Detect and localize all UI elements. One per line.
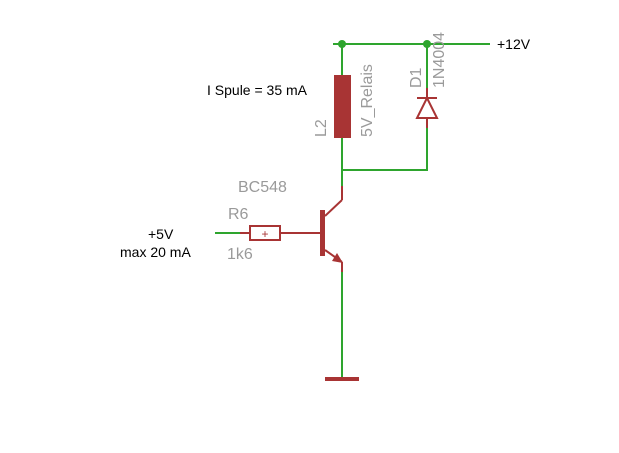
resistor-value-label: 1k6 xyxy=(227,246,253,263)
ground-symbol xyxy=(325,377,359,381)
resistor-mark: + xyxy=(261,227,268,241)
transistor-collector-diag xyxy=(324,199,343,217)
diode-return-wire xyxy=(342,118,428,171)
resistor-ref-label: R6 xyxy=(228,206,249,223)
supply-label: +12V xyxy=(497,36,531,52)
wires xyxy=(215,43,490,378)
coil-current-label: I Spule = 35 mA xyxy=(207,82,308,98)
transistor-base-bar xyxy=(320,210,325,256)
input-voltage-label: +5V xyxy=(148,226,174,242)
transistor-emitter-arrow xyxy=(332,253,343,263)
relay-value-label: 5V_Relais xyxy=(359,64,376,137)
input-current-label: max 20 mA xyxy=(120,244,191,260)
diode-ref-label: D1 xyxy=(408,67,425,88)
relay-coil xyxy=(334,75,351,138)
relay-ref-label: L2 xyxy=(313,119,330,137)
diode-triangle xyxy=(415,95,439,119)
relay-coil-body xyxy=(334,75,351,138)
transistor xyxy=(282,186,343,272)
diode-value-label: 1N4004 xyxy=(431,32,448,88)
junction-dot-relay xyxy=(338,40,346,48)
junction-dot-diode xyxy=(423,40,431,48)
resistor: + xyxy=(240,225,284,241)
diode xyxy=(415,88,439,128)
transistor-value-label: BC548 xyxy=(238,179,287,196)
